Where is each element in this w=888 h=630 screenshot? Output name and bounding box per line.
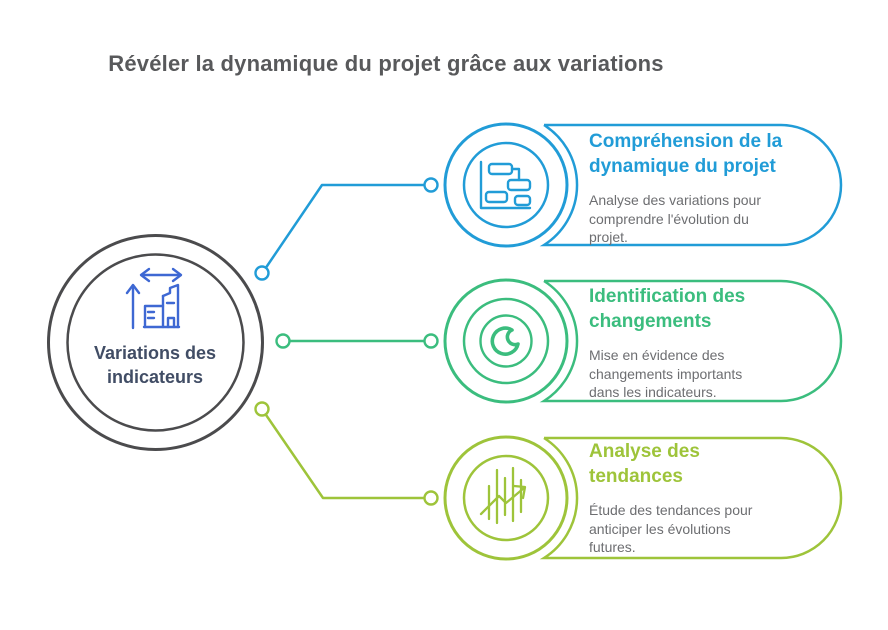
page-title: Révéler la dynamique du projet grâce aux… — [108, 51, 664, 76]
branch-description-identification: Mise en évidence des changements importa… — [589, 347, 743, 400]
connector-dot — [423, 490, 439, 506]
branch-title-tendances: Analyse des tendances — [589, 441, 700, 487]
pie-outer-circle — [479, 314, 533, 368]
connector-dot — [254, 401, 270, 417]
trend-arrow-line — [479, 486, 526, 516]
branch-pill — [539, 279, 843, 403]
branch-pill — [539, 436, 843, 560]
hub-inner-ring — [66, 253, 245, 432]
connector-identification — [275, 333, 439, 349]
connector-dot — [423, 177, 439, 193]
building-left-windows — [146, 310, 156, 320]
branch-outer-circle — [443, 278, 569, 404]
branch-inner-circle — [462, 297, 550, 385]
gantt-bar — [484, 190, 509, 204]
connector-dot — [254, 265, 270, 281]
connector-line — [261, 183, 424, 273]
branch-outer-circle — [443, 435, 569, 561]
branch-inner-circle — [462, 141, 550, 229]
pie-target-icon — [479, 314, 533, 368]
gantt-chart-icon — [479, 160, 532, 210]
branch-outer-circle — [443, 122, 569, 248]
gantt-axis — [479, 160, 532, 210]
branch-description-tendances: Étude des tendances pour anticiper les é… — [589, 502, 753, 555]
building-left-block — [143, 304, 165, 329]
branch-description-comprehension: Analyse des variations pour comprendre l… — [589, 192, 761, 245]
branch-inner-circle — [462, 454, 550, 542]
branch-title-identification: Identification des changements — [589, 286, 746, 332]
trend-arrow-head — [512, 484, 527, 500]
up-arrow-head — [125, 283, 141, 295]
gantt-bar — [513, 194, 532, 207]
hub-rings — [47, 234, 264, 451]
building-door — [166, 316, 176, 329]
hub-outer-ring — [47, 234, 264, 451]
branch-shape-identification — [443, 278, 843, 404]
connector-comprehension — [254, 177, 439, 281]
branch-shape-tendances — [443, 435, 843, 561]
branch-shape-comprehension — [443, 122, 843, 248]
gantt-bar — [487, 162, 514, 176]
branch-pill — [539, 123, 843, 247]
trend-arrow-icon — [479, 466, 527, 525]
building-roof — [161, 283, 180, 329]
hub-label: Variations des indicateurs — [93, 343, 217, 387]
branch-title-comprehension: Compréhension de la dynamique du projet — [589, 131, 783, 177]
horizontal-arrow-right-head — [171, 267, 183, 283]
gantt-bar — [506, 178, 532, 192]
pie-moon-shape — [490, 326, 520, 356]
building-with-arrows-icon — [125, 267, 183, 330]
connector-tendances — [254, 401, 439, 506]
horizontal-arrow-left-head — [139, 267, 151, 283]
connector-line — [262, 411, 424, 500]
connector-dot — [423, 333, 439, 349]
connector-dot — [275, 333, 291, 349]
gantt-link — [510, 167, 521, 182]
